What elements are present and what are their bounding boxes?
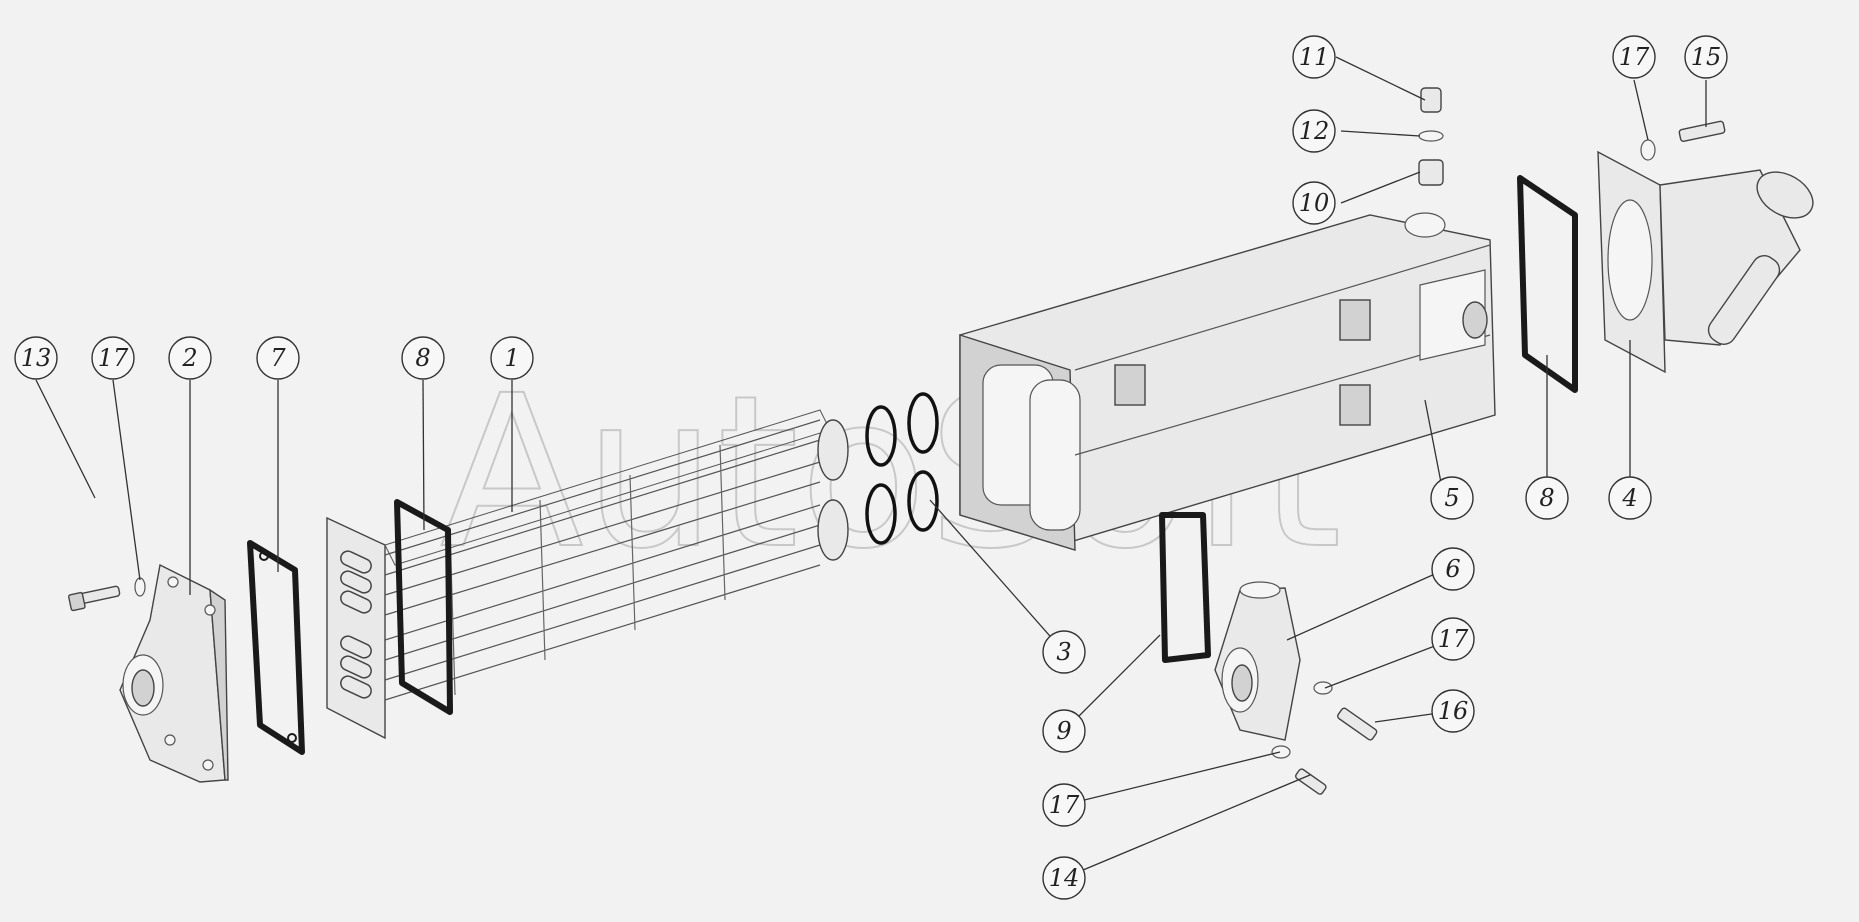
callout-17b-label: 17 bbox=[1438, 625, 1469, 653]
callout-9-label: 9 bbox=[1056, 717, 1071, 745]
part-6-elbow bbox=[1214, 581, 1301, 741]
part-3-o-rings bbox=[865, 392, 939, 545]
callout-4-label: 4 bbox=[1621, 484, 1637, 512]
callout-8b: 8 bbox=[1525, 476, 1569, 520]
part-16-bolt bbox=[1337, 707, 1378, 741]
callout-15-label: 15 bbox=[1691, 43, 1722, 71]
part-14-bolt bbox=[1295, 768, 1327, 795]
part-17-washer-right bbox=[1313, 681, 1333, 695]
callout-7: 7 bbox=[256, 336, 300, 380]
callout-17c: 17 bbox=[1042, 783, 1086, 827]
callout-16-label: 16 bbox=[1438, 697, 1469, 725]
part-4-outlet bbox=[1597, 150, 1814, 374]
callout-11: 11 bbox=[1292, 35, 1336, 79]
callout-13: 13 bbox=[14, 336, 58, 380]
part-9-gasket bbox=[1159, 512, 1211, 663]
callout-2: 2 bbox=[168, 336, 212, 380]
callout-5: 5 bbox=[1430, 476, 1474, 520]
part-11-plug bbox=[1420, 87, 1442, 113]
callout-7-label: 7 bbox=[270, 344, 286, 372]
part-8-gasket-left bbox=[394, 499, 453, 715]
callout-9: 9 bbox=[1042, 709, 1086, 753]
callout-3-label: 3 bbox=[1056, 638, 1071, 666]
part-15-bolt bbox=[1678, 120, 1726, 143]
part-17-washer-bottom bbox=[1271, 745, 1291, 759]
callout-17c-label: 17 bbox=[1049, 791, 1080, 819]
callout-10: 10 bbox=[1292, 181, 1336, 225]
callout-1: 1 bbox=[490, 336, 534, 380]
part-17-washer-left bbox=[134, 577, 146, 597]
callout-16: 16 bbox=[1431, 689, 1475, 733]
callout-12-label: 12 bbox=[1299, 117, 1330, 145]
callout-12: 12 bbox=[1292, 109, 1336, 153]
part-17-washer-top bbox=[1640, 139, 1656, 161]
callout-17b: 17 bbox=[1431, 617, 1475, 661]
callout-2-label: 2 bbox=[181, 344, 197, 372]
callout-10-label: 10 bbox=[1299, 189, 1330, 217]
callout-8a: 8 bbox=[401, 336, 445, 380]
callout-8b-label: 8 bbox=[1539, 484, 1554, 512]
part-8-gasket-right bbox=[1517, 175, 1578, 393]
part-12-washer bbox=[1418, 130, 1444, 142]
callout-17d-label: 17 bbox=[1619, 43, 1650, 71]
callout-13-label: 13 bbox=[21, 344, 52, 372]
part-7-gasket bbox=[247, 540, 305, 755]
callout-4: 4 bbox=[1608, 476, 1652, 520]
callout-14-label: 14 bbox=[1049, 864, 1080, 892]
callout-17a: 17 bbox=[91, 336, 135, 380]
callout-8a-label: 8 bbox=[415, 344, 430, 372]
callout-6-label: 6 bbox=[1445, 555, 1460, 583]
part-1-tube-bundle bbox=[326, 409, 849, 740]
callout-17d: 17 bbox=[1612, 35, 1656, 79]
callout-5-label: 5 bbox=[1444, 484, 1459, 512]
part-10-fitting bbox=[1418, 159, 1444, 186]
part-13-bolt bbox=[68, 585, 121, 612]
callout-1-label: 1 bbox=[504, 344, 519, 372]
callout-11-label: 11 bbox=[1299, 43, 1330, 71]
callout-17a-label: 17 bbox=[98, 344, 129, 372]
callout-3: 3 bbox=[1042, 630, 1086, 674]
callout-15: 15 bbox=[1684, 35, 1728, 79]
callout-6: 6 bbox=[1431, 547, 1475, 591]
part-5-housing bbox=[959, 212, 1496, 551]
callout-14: 14 bbox=[1042, 856, 1086, 900]
part-2-flange bbox=[119, 563, 229, 783]
leader-lines bbox=[35, 56, 1707, 879]
